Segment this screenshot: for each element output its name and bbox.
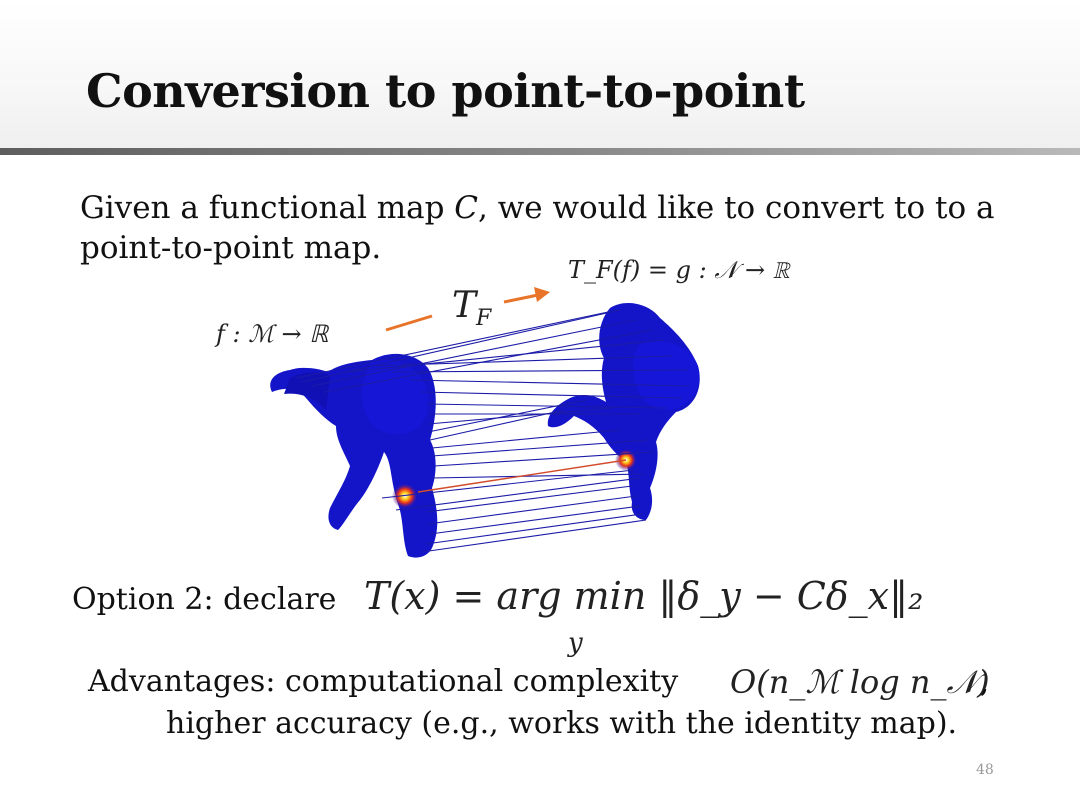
advantages-line-2: higher accuracy (e.g., works with the id… xyxy=(166,706,958,741)
intro-text-start: Given a functional map xyxy=(80,190,455,226)
complexity-comma: , xyxy=(980,666,989,699)
argmin-subscript: y xyxy=(568,628,583,658)
correspondence-lines xyxy=(295,309,691,553)
title-band xyxy=(0,0,1080,150)
pointwise-equation: T(x) = arg min ‖δ_y − Cδ_x‖₂ xyxy=(364,574,924,618)
slide-title: Conversion to point-to-point xyxy=(86,64,805,118)
intro-text: Given a functional map C, we would like … xyxy=(80,188,1040,268)
highlight-correspondence xyxy=(417,459,627,493)
intro-text-end: , we would like to convert to to a point… xyxy=(80,190,995,266)
complexity-formula: O(n_ℳ log n_𝒩) xyxy=(730,663,990,701)
title-divider xyxy=(0,148,1080,155)
operator-symbol: T xyxy=(452,285,477,326)
page-number: 48 xyxy=(976,762,994,778)
arrow-right xyxy=(503,287,550,304)
functional-map-symbol: C xyxy=(454,190,479,226)
target-function-formula: T_F(f) = g : 𝒩 → ℝ xyxy=(568,256,790,284)
source-mesh xyxy=(270,353,438,558)
advantages-line-1: Advantages: computational complexity xyxy=(88,664,679,699)
arrow-shaft-left xyxy=(385,314,433,332)
operator-subscript: F xyxy=(476,306,492,332)
target-mesh xyxy=(547,303,700,520)
source-function-formula: f : ℳ → ℝ xyxy=(216,320,329,348)
option-label: Option 2: declare xyxy=(72,582,337,617)
operator-label: TF xyxy=(452,285,491,331)
